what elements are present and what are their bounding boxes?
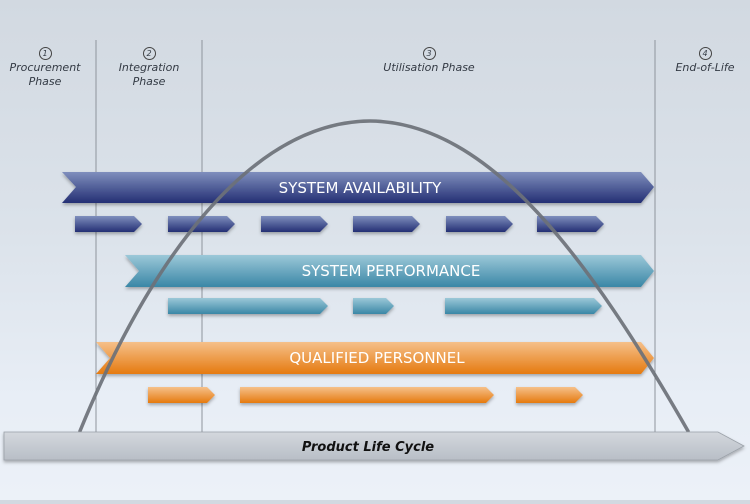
band-arrow-system-performance xyxy=(125,255,654,287)
capability-bands: SYSTEM AVAILABILITY SYSTEM PERFORMANCE Q… xyxy=(62,172,654,374)
phase-title-line1: End-of-Life xyxy=(675,61,735,74)
phase-title-line1: Procurement xyxy=(9,61,81,74)
band-arrow-qualified-personnel xyxy=(96,342,654,374)
phase-title-line1: Integration xyxy=(118,61,180,74)
sub-arrow-availability-1 xyxy=(75,216,142,232)
phase-label-procurement: 1 Procurement Phase xyxy=(0,46,90,89)
sub-arrow-personnel-2 xyxy=(240,387,494,403)
sub-arrow-availability-3 xyxy=(261,216,328,232)
sub-arrow-performance-2 xyxy=(353,298,394,314)
sub-arrow-availability-4 xyxy=(353,216,420,232)
phase-number-badge: 3 xyxy=(422,47,436,60)
phase-title-line2: Phase xyxy=(132,75,166,88)
band-label-system-performance: SYSTEM PERFORMANCE xyxy=(302,262,481,280)
phase-title-line2: Phase xyxy=(28,75,62,88)
sub-arrow-performance-1 xyxy=(168,298,328,314)
sub-arrow-availability-6 xyxy=(537,216,604,232)
sub-arrow-availability-5 xyxy=(446,216,513,232)
sub-arrow-personnel-3 xyxy=(516,387,583,403)
phase-title-line1: Utilisation Phase xyxy=(383,61,475,74)
phase-label-end-of-life: 4 End-of-Life xyxy=(660,46,750,75)
life-cycle-curve xyxy=(78,119,690,433)
sub-arrow-availability-2 xyxy=(168,216,235,232)
timeline-label: Product Life Cycle xyxy=(302,440,434,455)
phase-label-utilisation: 3 Utilisation Phase xyxy=(349,46,509,75)
sub-arrows xyxy=(75,216,604,403)
phase-label-integration: 2 Integration Phase xyxy=(103,46,195,89)
phase-number-badge: 4 xyxy=(698,47,712,60)
sub-arrow-personnel-1 xyxy=(148,387,215,403)
timeline-arrow xyxy=(3,431,745,461)
phase-number-badge: 1 xyxy=(38,47,52,60)
sub-arrow-performance-3 xyxy=(445,298,602,314)
phase-number-badge: 2 xyxy=(142,47,156,60)
band-label-system-availability: SYSTEM AVAILABILITY xyxy=(279,179,442,197)
band-label-qualified-personnel: QUALIFIED PERSONNEL xyxy=(289,349,465,367)
